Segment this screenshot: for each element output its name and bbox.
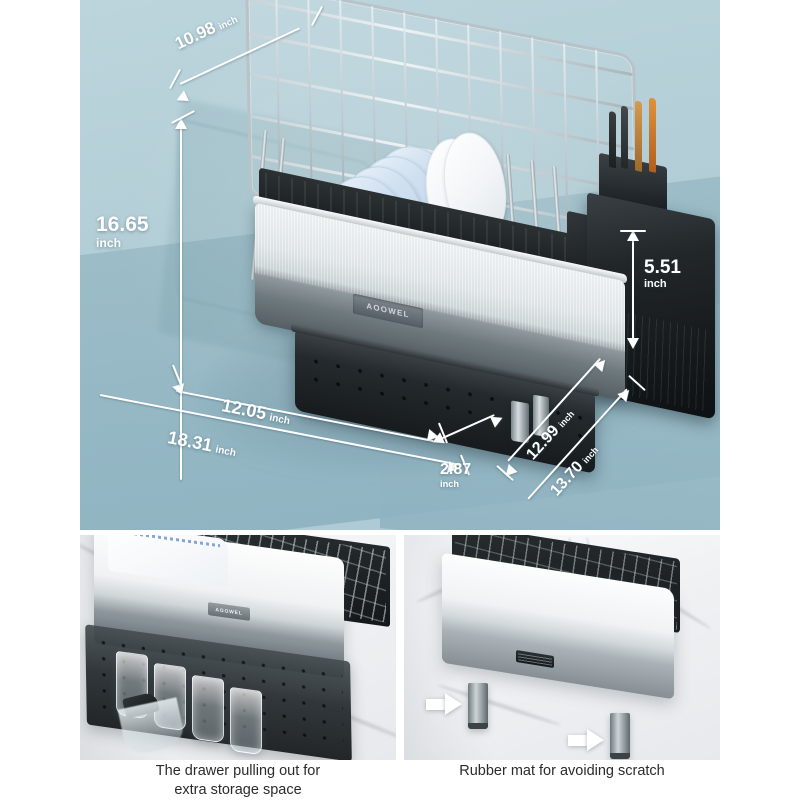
plate-pattern (116, 535, 220, 548)
dimension-unit: inch (644, 278, 667, 290)
knife-dark (609, 110, 616, 169)
caption-line-1: Rubber mat for avoiding scratch (459, 763, 665, 779)
knife-wood-handle (649, 97, 656, 173)
rubber-foot (468, 683, 488, 729)
rubber-pad (610, 753, 630, 759)
caption-drawer: The drawer pulling out for extra storage… (80, 762, 396, 802)
dimension-value: 5.51 (644, 257, 681, 278)
hero-product-image: AOOWEL 10.98inch (80, 0, 720, 530)
knife-wood-handle (635, 100, 642, 172)
dish-rack-assembly: AOOWEL (175, 0, 715, 480)
panel-captions: The drawer pulling out for extra storage… (80, 762, 720, 802)
caption-line-1: The drawer pulling out for (155, 763, 321, 779)
caption-rubber-mat: Rubber mat for avoiding scratch (404, 762, 720, 802)
feature-photo-rubber-mat (404, 535, 720, 760)
brand-logo-text: AOOWEL (215, 606, 243, 617)
knife-dark (621, 105, 628, 169)
rubber-foot (610, 713, 630, 759)
drinking-glass (230, 686, 262, 756)
dimension-unit: inch (96, 236, 122, 250)
brand-logo-text: AOOWEL (366, 301, 410, 320)
feature-photo-drawer: AOOWEL (80, 535, 396, 760)
dimension-unit: inch (440, 479, 460, 489)
rubber-pad (468, 723, 488, 729)
feature-panels: AOOWEL (80, 535, 720, 760)
drinking-glass (192, 674, 224, 744)
dimension-value: 16.65 (96, 213, 149, 236)
dimension-value: 2.87 (440, 461, 472, 478)
caption-line-2: extra storage space (174, 781, 302, 798)
